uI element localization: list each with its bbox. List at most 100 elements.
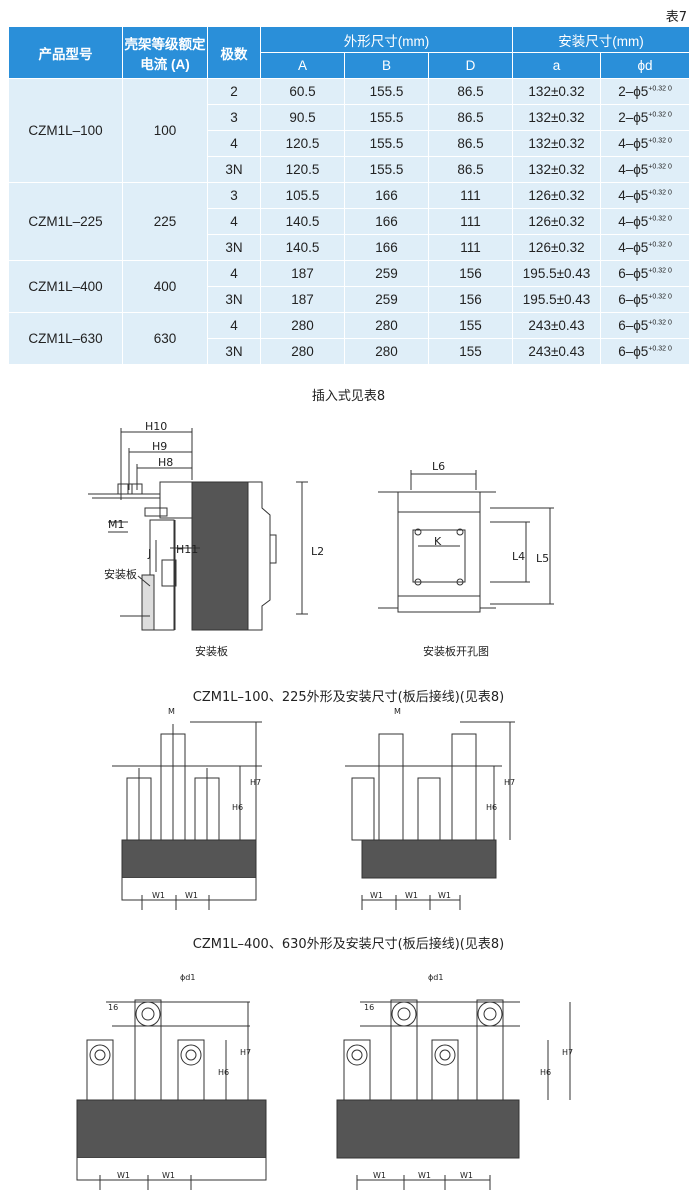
label-mount-panel: 安装板 xyxy=(104,567,137,581)
hole-tolerance: +0.32 0 xyxy=(648,137,672,145)
cell-hole: 6–ϕ5+0.32 0 xyxy=(600,338,691,365)
dim-J: J xyxy=(147,547,151,560)
cell-D: 156 xyxy=(427,286,514,313)
drawing-panel-cutout xyxy=(378,470,554,613)
cell-A: 187 xyxy=(260,286,345,313)
dim-d1-2: ϕd1 xyxy=(428,973,443,982)
cell-hole: 4–ϕ5+0.32 0 xyxy=(600,234,691,261)
cell-model: CZM1L–400 xyxy=(8,260,123,313)
dim-16-1: 16 xyxy=(108,1003,118,1012)
dim-H7-2: H7 xyxy=(504,778,515,787)
hole-tolerance: +0.32 0 xyxy=(648,319,672,327)
cell-D: 155 xyxy=(427,338,514,365)
cell-poles: 3 xyxy=(207,104,261,131)
dim-W1-2: W1 xyxy=(185,891,198,900)
cell-B: 155.5 xyxy=(344,156,429,183)
cell-hole: 6–ϕ5+0.32 0 xyxy=(600,286,691,313)
cell-D: 111 xyxy=(427,208,514,235)
cell-hole: 4–ϕ5+0.32 0 xyxy=(600,156,691,183)
section-caption-400-630: CZM1L–400、630外形及安装尺寸(板后接线)(见表8) xyxy=(192,937,505,952)
section-caption-100-225: CZM1L–100、225外形及安装尺寸(板后接线)(见表8) xyxy=(192,690,505,705)
cell-D: 86.5 xyxy=(427,156,514,183)
dim-M-2: M xyxy=(394,707,401,716)
table-number: 表7 xyxy=(665,10,687,25)
cell-model: CZM1L–225 xyxy=(8,182,123,261)
dim-W1-4: W1 xyxy=(405,891,418,900)
cell-A: 280 xyxy=(260,338,345,365)
cell-B: 155.5 xyxy=(344,78,429,105)
dim-L2: L2 xyxy=(311,545,324,558)
cell-poles: 3N xyxy=(207,286,261,313)
cell-model: CZM1L–100 xyxy=(8,78,123,183)
cell-D: 86.5 xyxy=(427,78,514,105)
cell-frame-current: 630 xyxy=(122,312,208,365)
drawing-side-view xyxy=(88,428,308,631)
cell-hole: 2–ϕ5+0.32 0 xyxy=(600,104,691,131)
dim-M-1: M xyxy=(168,707,175,716)
cell-a: 126±0.32 xyxy=(512,208,602,235)
cell-A: 140.5 xyxy=(260,208,345,235)
cell-D: 156 xyxy=(427,260,514,287)
cell-poles: 4 xyxy=(207,312,261,339)
cell-hole: 2–ϕ5+0.32 0 xyxy=(600,78,691,105)
cell-frame-current: 400 xyxy=(122,260,208,313)
dim-H11: H11 xyxy=(176,543,198,556)
header-install-dims: 安装尺寸(mm) xyxy=(512,26,691,53)
hole-spec: 4–ϕ5 xyxy=(618,188,649,203)
dim-M1: M1 xyxy=(108,518,125,531)
cell-hole: 4–ϕ5+0.32 0 xyxy=(600,182,691,209)
hole-tolerance: +0.32 0 xyxy=(648,85,672,93)
header-outer-dims: 外形尺寸(mm) xyxy=(259,26,514,53)
cell-a: 195.5±0.43 xyxy=(512,260,602,287)
cell-hole: 4–ϕ5+0.32 0 xyxy=(600,208,691,235)
dim-H6-1: H6 xyxy=(232,803,243,812)
dim-W1-9: W1 xyxy=(418,1171,431,1180)
dim-L4: L4 xyxy=(512,550,525,563)
cell-poles: 4 xyxy=(207,208,261,235)
spec-table: 产品型号 壳架等级额定电流 (A) 极数 外形尺寸(mm) 安装尺寸(mm) A… xyxy=(8,26,691,365)
cell-B: 166 xyxy=(344,208,429,235)
cell-hole: 4–ϕ5+0.32 0 xyxy=(600,130,691,157)
dim-H7-1: H7 xyxy=(250,778,261,787)
dim-L6: L6 xyxy=(432,460,445,473)
cell-a: 243±0.43 xyxy=(512,338,602,365)
dim-L5: L5 xyxy=(536,552,549,565)
cell-frame-current: 100 xyxy=(122,78,208,183)
dim-K: K xyxy=(434,535,442,548)
dim-W1-5: W1 xyxy=(438,891,451,900)
cell-A: 105.5 xyxy=(260,182,345,209)
dim-W1-7: W1 xyxy=(162,1171,175,1180)
hole-tolerance: +0.32 0 xyxy=(648,241,672,249)
cell-poles: 3N xyxy=(207,156,261,183)
hole-spec: 4–ϕ5 xyxy=(618,162,649,177)
cell-B: 166 xyxy=(344,182,429,209)
dim-H6-2: H6 xyxy=(486,803,497,812)
hole-spec: 6–ϕ5 xyxy=(618,318,649,333)
hole-tolerance: +0.32 0 xyxy=(648,267,672,275)
dim-W1-3: W1 xyxy=(370,891,383,900)
header-poles: 极数 xyxy=(207,26,261,79)
drawing-rear-wiring-large xyxy=(76,999,571,1190)
hole-spec: 4–ϕ5 xyxy=(618,214,649,229)
header-a: a xyxy=(512,52,602,79)
dim-H6-4: H6 xyxy=(540,1068,551,1077)
cell-A: 120.5 xyxy=(260,130,345,157)
header-frame-current: 壳架等级额定电流 (A) xyxy=(122,26,208,79)
cell-poles: 4 xyxy=(207,260,261,287)
cell-A: 90.5 xyxy=(260,104,345,131)
cell-poles: 3 xyxy=(207,182,261,209)
cell-A: 280 xyxy=(260,312,345,339)
cell-A: 120.5 xyxy=(260,156,345,183)
cell-B: 259 xyxy=(344,260,429,287)
cell-B: 259 xyxy=(344,286,429,313)
cell-poles: 2 xyxy=(207,78,261,105)
dim-H9: H9 xyxy=(152,440,167,453)
hole-tolerance: +0.32 0 xyxy=(648,215,672,223)
cell-A: 140.5 xyxy=(260,234,345,261)
